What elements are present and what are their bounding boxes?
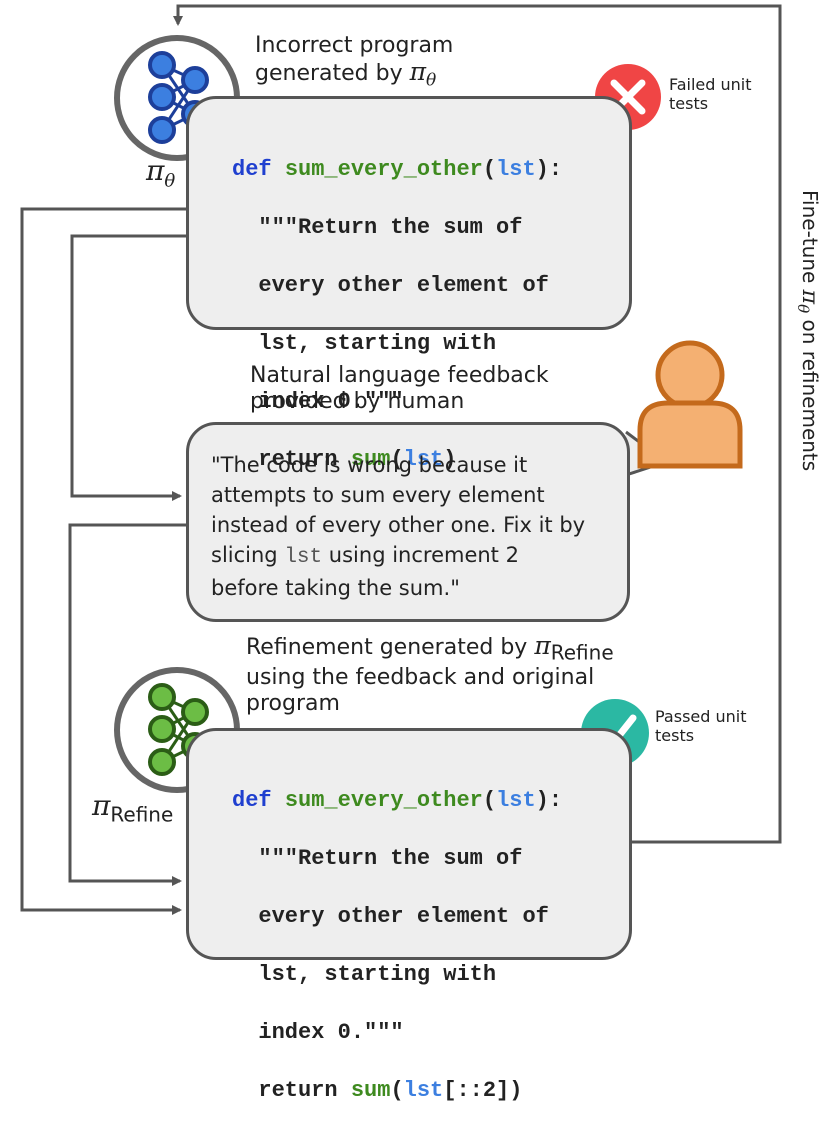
failed-label: Failed unit tests: [669, 75, 752, 113]
feedback-to-refine-arrow: [68, 523, 188, 886]
incorrect-program-caption: Incorrect program generated by πθ: [255, 33, 454, 91]
program-to-feedback-arrow: [70, 234, 188, 501]
finetune-loop-arrow: [173, 4, 782, 844]
passed-label: Passed unit tests: [655, 707, 747, 745]
incorrect-program-box: [186, 96, 632, 330]
refinement-box: [186, 728, 632, 960]
feedback-text: "The code is wrong because it attempts t…: [211, 453, 586, 600]
refinement-caption: Refinement generated by πRefine using th…: [246, 631, 614, 717]
incorrect-code: def sum_every_other(lst): """Return the …: [232, 157, 563, 472]
finetune-label: Fine-tune πθ on refinements: [794, 190, 822, 472]
feedback-box: [186, 422, 630, 622]
model-label-refine: πRefine: [92, 789, 174, 827]
person-icon: [637, 340, 743, 469]
outer-to-refine-arrow: [20, 207, 188, 915]
model-label-theta: πθ: [146, 154, 176, 192]
refined-code: def sum_every_other(lst): """Return the …: [232, 788, 563, 1103]
feedback-caption: Natural language feedback provided by hu…: [250, 363, 549, 414]
